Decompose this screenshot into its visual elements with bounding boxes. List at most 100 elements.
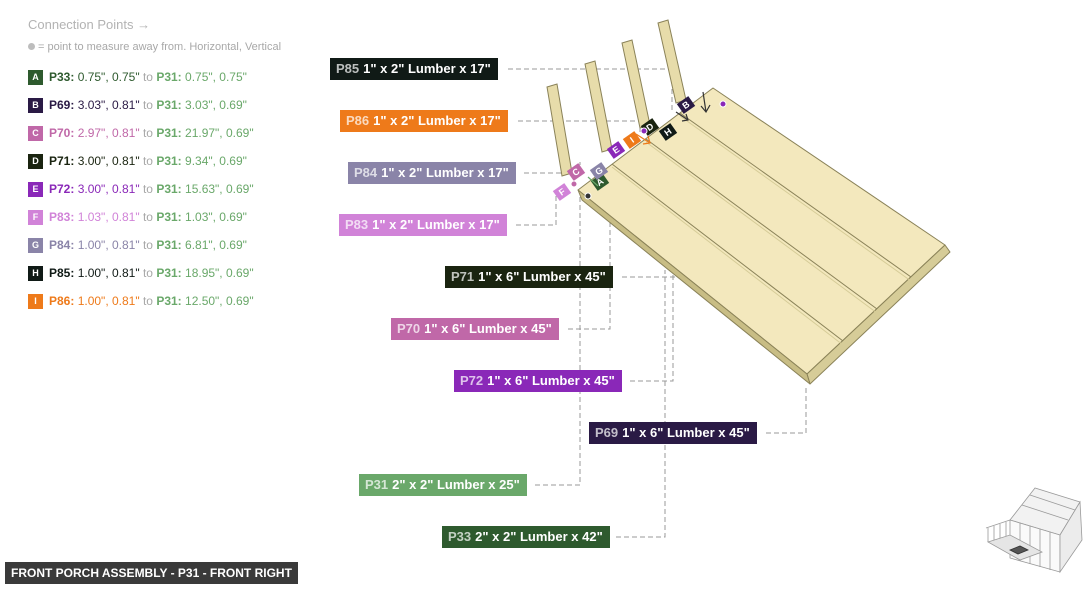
svg-text:I: I [628,135,636,145]
svg-text:E: E [611,144,622,156]
connection-badge: C [28,126,43,142]
porch-deck-mini [987,534,1043,561]
to-word: to [142,294,153,308]
from-value: 2.97", 0.81" [77,126,140,140]
legend-title: Connection Points → [28,17,151,32]
deck-top [577,87,946,375]
part-desc: 1" x 6" Lumber x 45" [424,321,552,336]
connection-badge: H [28,266,43,282]
part-id: P84 [354,165,378,180]
to-part: P31: [156,154,182,168]
to-word: to [142,238,153,252]
shed-thumbnail [985,487,1083,574]
arrow-green-icon [587,176,599,187]
measure-dot [584,192,592,200]
part-desc: 1" x 6" Lumber x 45" [622,425,750,440]
svg-text:H: H [662,126,673,138]
from-value: 3.00", 0.81" [77,182,140,196]
legend-note: = point to measure away from. Horizontal… [28,41,281,53]
board-seam-3 [679,112,912,278]
part-id: P31 [365,477,389,492]
board-seam-3-shade [679,115,912,282]
to-part: P31: [156,294,182,308]
connection-badge: G [28,238,43,254]
marker-a: A [590,173,610,191]
to-part: P31: [156,98,182,112]
marker-f: F [552,183,572,201]
to-word: to [142,210,153,224]
to-part: P31: [156,210,182,224]
part-id: P83 [345,217,369,232]
rafter [1029,494,1076,511]
part-id: P86 [346,113,370,128]
to-part: P31: [156,182,182,196]
marker-i: I [622,131,642,149]
to-word: to [142,98,153,112]
from-part: P70: [49,126,75,140]
measure-dot [570,180,578,188]
to-part: P31: [156,266,182,280]
leader-p31 [535,196,581,486]
board-seam-1-shade [611,166,844,346]
connection-badge: F [28,210,43,226]
marker-b: B [676,96,696,114]
from-value: 3.00", 0.81" [77,154,140,168]
to-word: to [142,182,153,196]
part-desc: 1" x 2" Lumber x 17" [372,217,500,232]
post-2 [584,60,613,153]
svg-text:F: F [557,186,568,198]
measure-dot [719,100,727,108]
to-part: P31: [156,126,182,140]
svg-text:B: B [680,99,691,111]
to-value: 18.95", 0.69" [185,266,254,280]
svg-text:A: A [594,176,605,188]
arrow-diag-icon [675,111,689,122]
connection-badge: A [28,70,43,86]
porch-deck [577,87,951,385]
leader-p86 [518,120,641,134]
from-value: 1.00", 0.81" [77,266,140,280]
to-value: 3.03", 0.69" [185,98,247,112]
to-value: 9.34", 0.69" [185,154,247,168]
to-part: P31: [156,238,182,252]
to-value: 0.75", 0.75" [185,70,247,84]
part-desc: 2" x 2" Lumber x 25" [392,477,520,492]
part-id: P72 [460,373,484,388]
board-seam-2 [645,138,878,310]
part-id: P69 [595,425,619,440]
part-id: P85 [336,61,360,76]
part-id: P71 [451,269,475,284]
legend-note-text: = point to measure away from. Horizontal… [38,41,282,53]
part-desc: 1" x 2" Lumber x 17" [381,165,509,180]
assembly-step-label: FRONT PORCH ASSEMBLY - P31 - FRONT RIGHT [5,562,298,584]
leader-p33 [616,270,666,538]
arrow-down-icon [700,91,711,114]
marker-g: G [589,162,609,180]
from-part: P72: [49,182,75,196]
connection-badge: I [28,294,43,310]
part-desc: 2" x 2" Lumber x 42" [475,529,603,544]
part-id: P33 [448,529,472,544]
deck-left-edge [577,189,811,385]
connection-badge: B [28,98,43,114]
porch-highlight [1009,545,1029,555]
measure-dot [640,127,648,135]
from-part: P71: [49,154,75,168]
from-value: 1.00", 0.81" [77,238,140,252]
svg-text:G: G [593,165,604,177]
